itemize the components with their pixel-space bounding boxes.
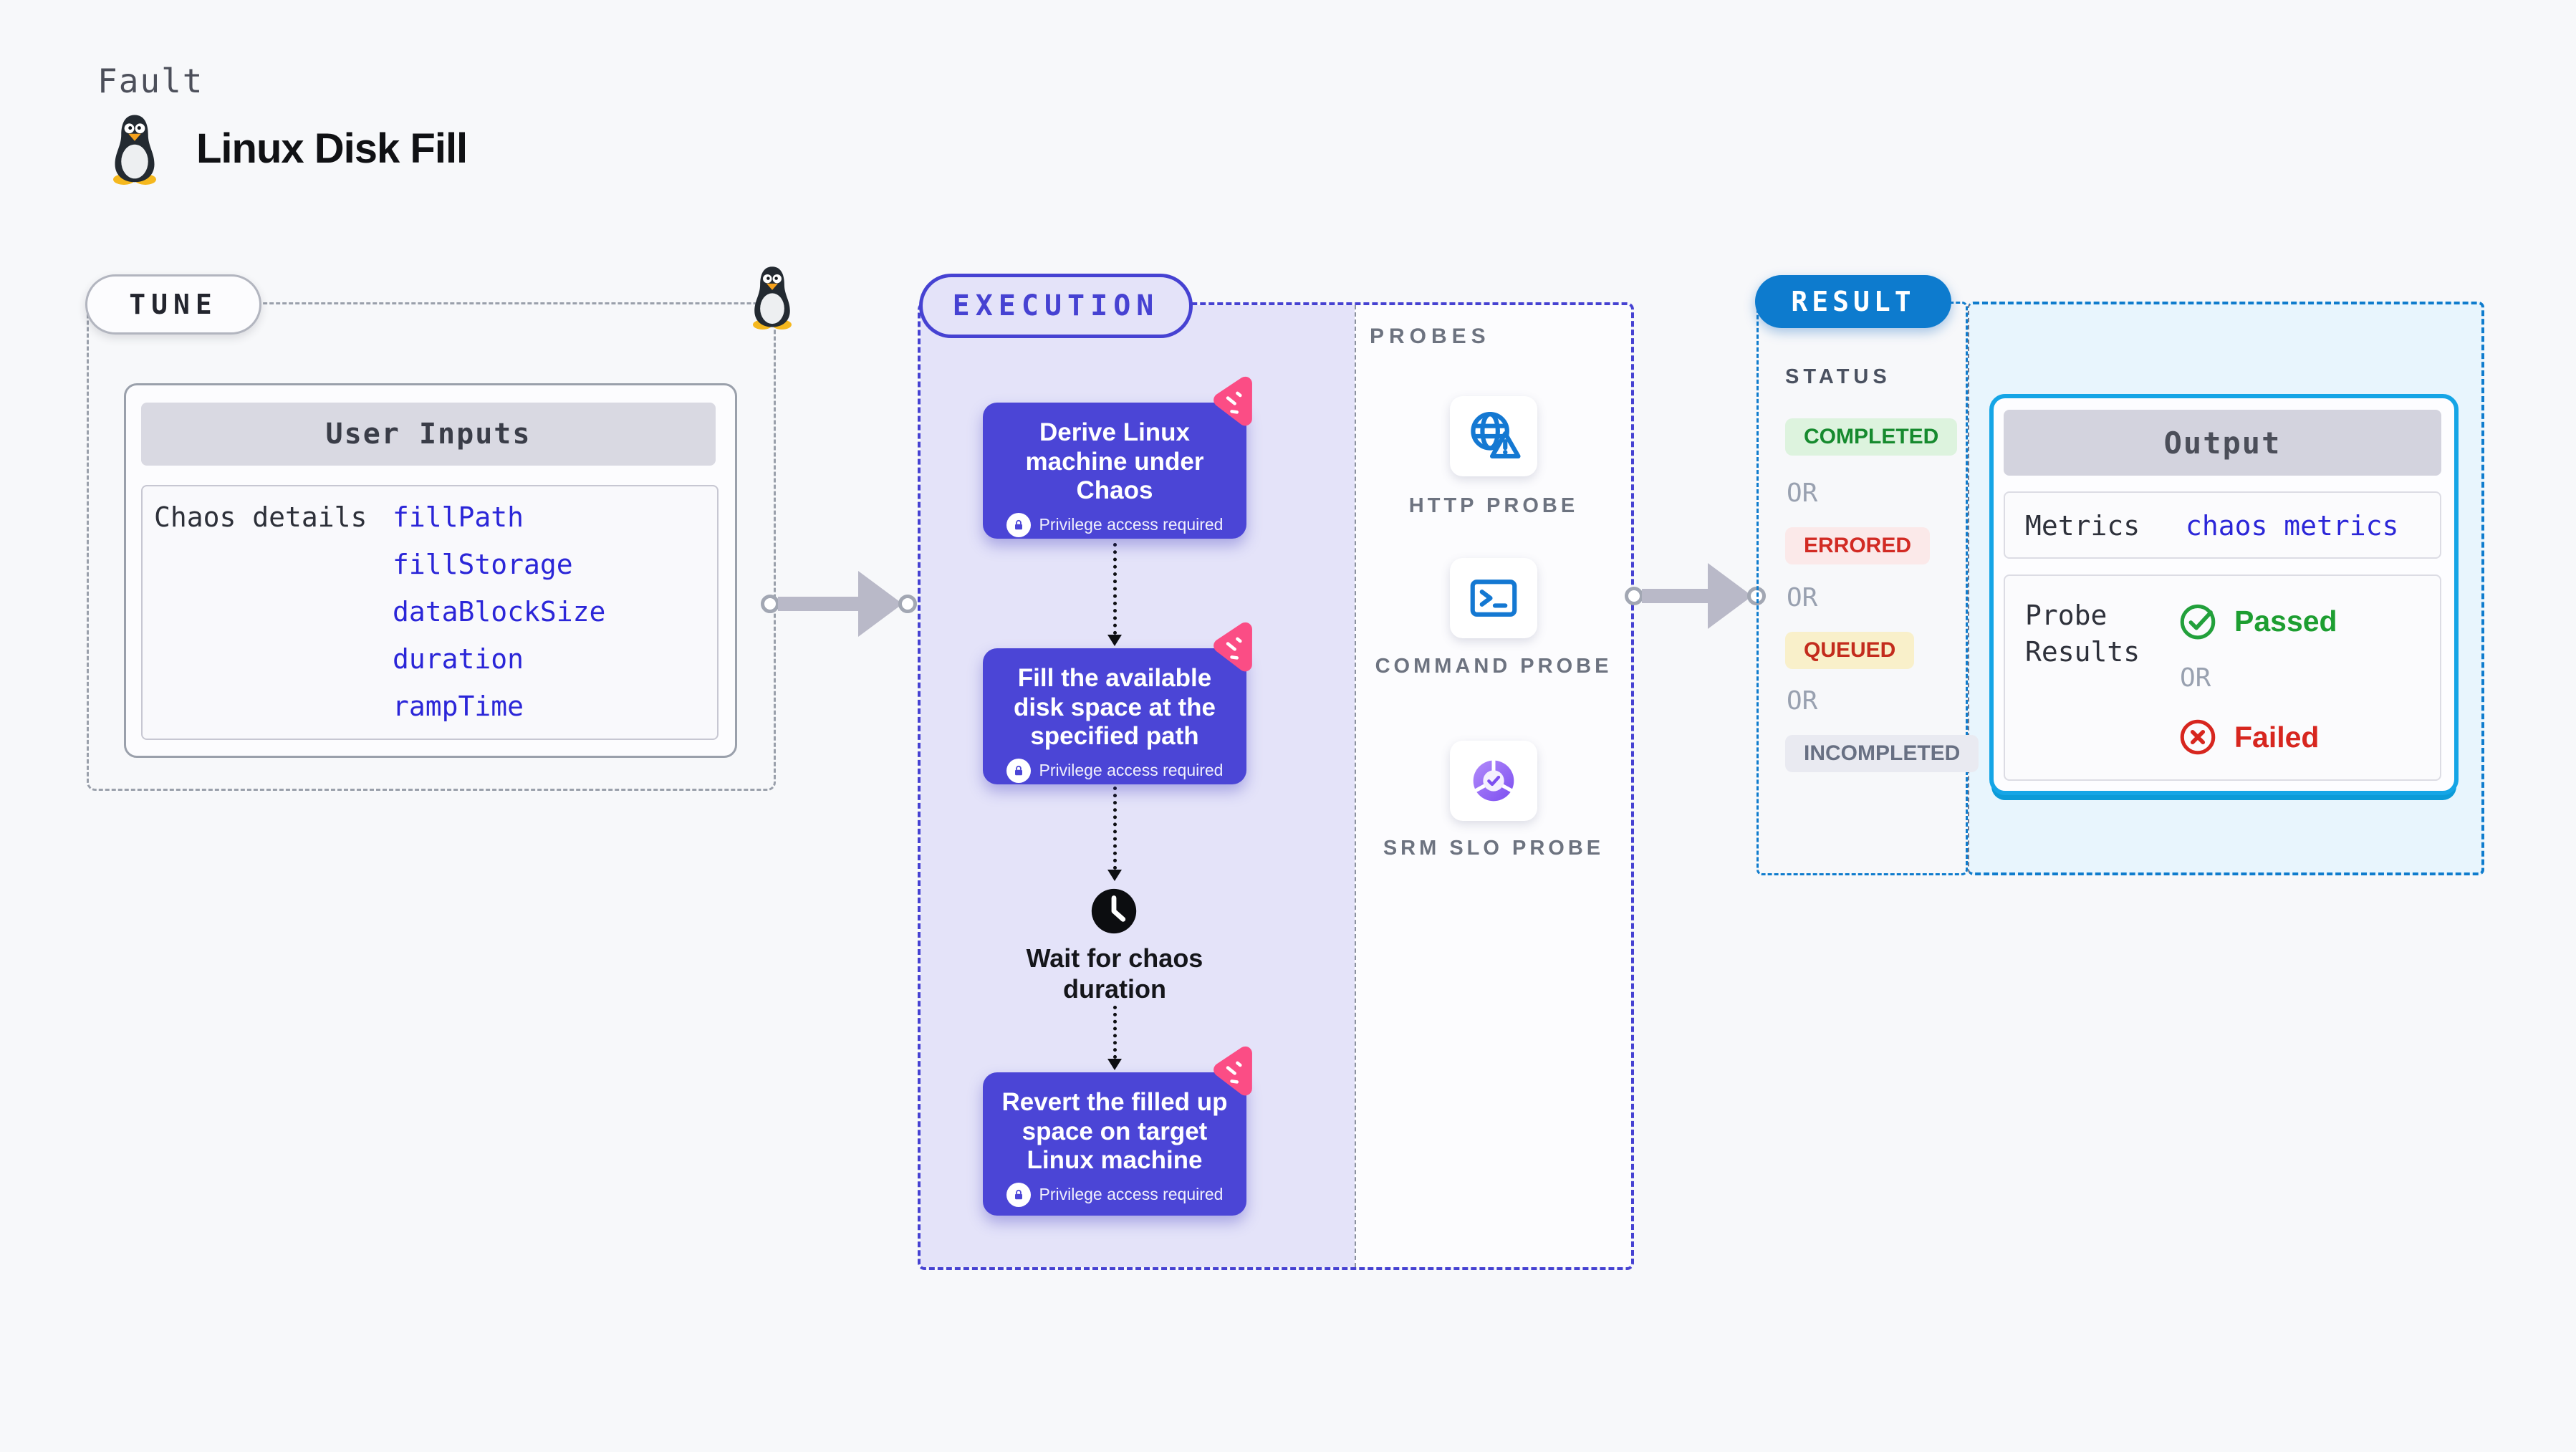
passed-result: Passed [2177, 600, 2337, 642]
step-revert-space[interactable]: Revert the filled up space on target Lin… [983, 1072, 1246, 1216]
arrow-shaft [778, 597, 858, 611]
privilege-text: Privilege access required [1039, 515, 1224, 534]
flow-arrow-tune-to-execution [761, 571, 917, 637]
privilege-text: Privilege access required [1039, 1185, 1224, 1204]
lock-icon [1006, 512, 1031, 537]
connector-dot [761, 595, 779, 613]
chaos-fault-icon [1213, 1046, 1252, 1096]
lock-icon [1006, 1182, 1031, 1207]
http-probe-label: HTTP PROBE [1408, 494, 1579, 517]
srm-slo-probe-label: SRM SLO PROBE [1383, 837, 1605, 860]
arrow-head [1708, 563, 1752, 629]
dotted-connector [1113, 787, 1117, 870]
failed-label: Failed [2234, 720, 2320, 754]
step-fill-disk[interactable]: Fill the available disk space at the spe… [983, 648, 1246, 784]
step-title: Revert the filled up space on target Lin… [1001, 1088, 1228, 1175]
step-derive-machine[interactable]: Derive Linux machine under Chaos Privile… [983, 403, 1246, 539]
privilege-badge: Privilege access required [983, 1182, 1246, 1207]
privilege-text: Privilege access required [1039, 761, 1224, 780]
step-title: Derive Linux machine under Chaos [1025, 418, 1204, 505]
status-badge-queued: QUEUED [1785, 632, 1915, 669]
chaos-details-label: Chaos details [154, 501, 367, 533]
param-ramptime: rampTime [393, 691, 524, 722]
tune-section-pill: TUNE [85, 274, 261, 335]
connector-dot [898, 595, 917, 613]
probe-results-label: Probe Results [2025, 600, 2140, 668]
http-probe-card[interactable] [1450, 396, 1537, 476]
tune-section-outline [87, 302, 776, 791]
output-card: Output Metrics chaos metrics Probe Resul… [1989, 394, 2459, 795]
passed-check-icon [2180, 604, 2216, 640]
command-probe-card[interactable] [1450, 558, 1537, 638]
output-title: Output [2163, 425, 2282, 461]
http-probe-icon [1471, 412, 1521, 459]
probes-section-label: PROBES [1370, 324, 1491, 348]
or-separator: OR [1787, 583, 1818, 612]
tux-penguin-icon [113, 115, 156, 185]
status-title: STATUS [1785, 365, 1891, 388]
metrics-row: Metrics chaos metrics [2004, 491, 2441, 559]
chaos-fault-icon [1213, 376, 1252, 426]
failed-x-icon [2180, 719, 2216, 755]
metrics-label: Metrics [2025, 510, 2140, 542]
tune-label: TUNE [129, 289, 218, 320]
privilege-badge: Privilege access required [983, 758, 1246, 783]
param-duration: duration [393, 643, 524, 675]
dotted-connector [1113, 1006, 1117, 1059]
param-fillpath: fillPath [393, 501, 524, 533]
command-probe-label: COMMAND PROBE [1375, 655, 1613, 678]
dotted-connector-arrowhead [1107, 1059, 1122, 1070]
passed-label: Passed [2234, 604, 2337, 638]
probe-results-row: Probe Results Passed OR Failed [2004, 574, 2441, 781]
dotted-connector-arrowhead [1107, 870, 1122, 881]
lock-icon [1006, 758, 1031, 783]
srm-slo-probe-icon [1473, 758, 1514, 802]
or-separator: OR [2180, 663, 2211, 693]
chaos-metrics-link[interactable]: chaos metrics [2186, 510, 2399, 542]
dotted-connector [1113, 543, 1117, 635]
result-label: RESULT [1791, 286, 1916, 317]
user-inputs-title: User Inputs [325, 418, 532, 451]
step-title: Fill the available disk space at the spe… [1013, 664, 1216, 751]
failed-result: Failed [2177, 716, 2319, 758]
user-inputs-header: User Inputs [141, 403, 716, 466]
status-badge-errored: ERRORED [1785, 527, 1931, 564]
status-badge-completed: COMPLETED [1785, 418, 1958, 456]
flow-arrow-execution-to-result [1625, 563, 1767, 629]
clock-icon [1091, 888, 1137, 934]
tux-penguin-icon [753, 266, 792, 330]
privilege-badge: Privilege access required [983, 512, 1246, 537]
status-badge-incompleted: INCOMPLETED [1785, 735, 1979, 772]
user-inputs-body [141, 485, 719, 740]
connector-dot [1625, 587, 1643, 605]
param-fillstorage: fillStorage [393, 549, 573, 580]
arrow-shaft [1642, 589, 1708, 603]
arrow-head [858, 571, 903, 637]
chaos-fault-icon [1213, 622, 1252, 672]
or-separator: OR [1787, 479, 1818, 508]
dotted-connector-arrowhead [1107, 635, 1122, 646]
command-probe-icon [1470, 580, 1517, 617]
param-datablocksize: dataBlockSize [393, 596, 606, 628]
output-header: Output [2004, 410, 2441, 476]
or-separator: OR [1787, 686, 1818, 716]
wait-duration-label: Wait for chaos duration [1026, 943, 1203, 1004]
execution-section-pill: EXECUTION [919, 274, 1193, 338]
result-section-pill: RESULT [1755, 275, 1951, 328]
srm-slo-probe-card[interactable] [1450, 741, 1537, 821]
page-title: Linux Disk Fill [196, 125, 468, 172]
execution-label: EXECUTION [952, 289, 1160, 322]
fault-eyebrow: Fault [97, 62, 204, 100]
